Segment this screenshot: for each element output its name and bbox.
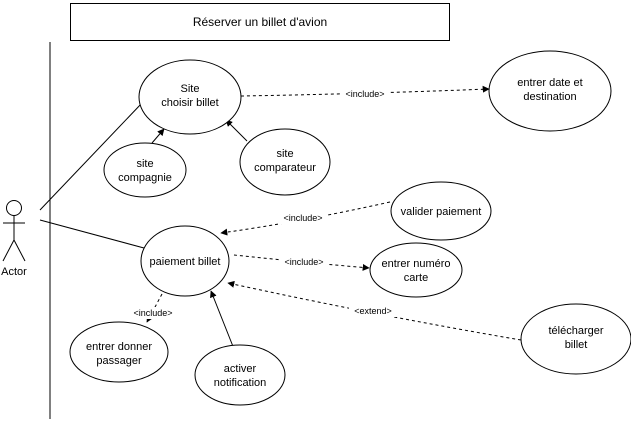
use-case-choisir-billet: Site choisir billet xyxy=(138,59,242,135)
title-box xyxy=(70,3,450,41)
use-case-paiement-billet: paiement billet xyxy=(140,225,230,297)
svg-text:choisir billet: choisir billet xyxy=(161,97,218,109)
use-case-site-comparateur: site comparateur xyxy=(239,128,331,196)
diagram-title: Réserver un billet d'avion xyxy=(70,3,450,41)
arrow-compagnie-to-choisir xyxy=(151,128,165,144)
relation-label-include-valider: <include> xyxy=(279,212,327,224)
svg-text:valider paiement: valider paiement xyxy=(401,206,482,218)
relation-label-include-date: <include> xyxy=(341,88,389,100)
svg-text:paiement billet: paiement billet xyxy=(150,256,221,268)
use-case-entrer-date: entrer date et destination xyxy=(488,50,612,132)
association-actor-choisir xyxy=(39,102,143,211)
svg-text:entrer donner: entrer donner xyxy=(86,341,152,353)
association-actor-paiement xyxy=(39,219,145,249)
svg-text:entrer date et: entrer date et xyxy=(517,77,582,89)
svg-text:passager: passager xyxy=(96,355,142,367)
svg-text:comparateur: comparateur xyxy=(254,162,316,174)
svg-text:Site: Site xyxy=(181,83,200,95)
relation-label-extend-telecharger: <extend> xyxy=(349,305,397,317)
svg-text:<include>: <include> xyxy=(345,89,384,99)
relation-label-include-numero: <include> xyxy=(280,256,328,268)
svg-text:site: site xyxy=(276,148,293,160)
arrow-activer-to-paiement xyxy=(210,290,235,350)
svg-text:carte: carte xyxy=(404,272,428,284)
use-case-entrer-numero-carte: entrer numéro carte xyxy=(369,242,463,298)
svg-text:télécharger: télécharger xyxy=(548,325,603,337)
svg-text:activer: activer xyxy=(224,363,257,375)
svg-text:notification: notification xyxy=(214,377,267,389)
svg-text:<extend>: <extend> xyxy=(354,306,392,316)
actor-label: Actor xyxy=(1,266,27,278)
include-arrow-valider xyxy=(220,201,391,236)
use-case-activer-notification: activer notification xyxy=(194,344,286,406)
actor: Actor xyxy=(1,200,27,278)
actor-right-leg xyxy=(13,239,26,262)
svg-text:billet: billet xyxy=(565,339,588,351)
use-case-telecharger-billet: télécharger billet xyxy=(520,303,631,375)
use-case-site-compagnie: site compagnie xyxy=(103,142,187,198)
svg-text:destination: destination xyxy=(523,91,576,103)
actor-left-leg xyxy=(2,239,15,262)
svg-text:<include>: <include> xyxy=(133,308,172,318)
svg-text:site: site xyxy=(136,158,153,170)
svg-text:<include>: <include> xyxy=(284,257,323,267)
svg-text:entrer numéro: entrer numéro xyxy=(381,258,450,270)
use-case-valider-paiement: valider paiement xyxy=(390,181,492,241)
svg-text:compagnie: compagnie xyxy=(118,172,172,184)
arrow-comparateur-to-choisir xyxy=(225,119,248,142)
svg-text:<include>: <include> xyxy=(283,213,322,223)
actor-head xyxy=(6,200,22,216)
use-case-entrer-passager: entrer donner passager xyxy=(69,321,169,383)
relation-label-include-passager: <include> xyxy=(129,307,177,319)
title-text: Réserver un billet d'avion xyxy=(193,15,327,29)
